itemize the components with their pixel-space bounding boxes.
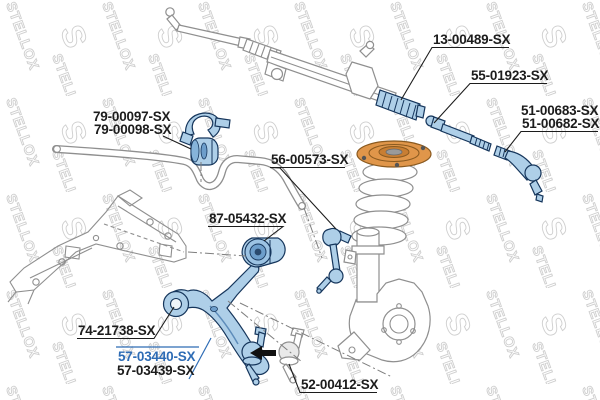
inner-tie-rod-part: [425, 115, 492, 152]
label-ball-joint: 52-00412-SX: [301, 377, 379, 392]
arrow-left-icon: [250, 346, 276, 360]
label-control-arm-b: 57-03439-SX: [117, 363, 195, 378]
arm-rear-bushing-part: [241, 237, 286, 268]
label-tie-rod-end-a: 51-00683-SX: [521, 103, 599, 118]
label-tie-rod-end-b: 51-00682-SX: [522, 116, 600, 131]
leader-control-arm-diag: [188, 337, 212, 380]
tie-rod-end-part: [493, 145, 544, 203]
leader-stab-link: [269, 166, 345, 230]
label-control-arm-a: 57-03440-SX: [118, 349, 196, 364]
label-arm-rear-bushing: 87-05432-SX: [209, 211, 287, 226]
label-arm-front-bushing: 74-21738-SX: [78, 323, 156, 338]
leader-stab-bushing: [162, 135, 192, 150]
label-stab-bushing-b: 79-00098-SX: [94, 122, 172, 137]
leader-arm-rear-bushing: [208, 225, 285, 242]
spring-seat: [356, 140, 432, 168]
stabilizer-clamp-part: [179, 112, 231, 146]
label-inner-tie-rod: 55-01923-SX: [471, 68, 549, 83]
stabilizer-bushing-part: [190, 137, 219, 166]
leader-ball-joint: [288, 363, 377, 394]
leader-inner-tie-rod: [433, 82, 547, 124]
leader-arm-front-bushing: [77, 306, 175, 340]
subframe: [7, 189, 187, 305]
label-stab-link: 56-00573-SX: [271, 152, 349, 167]
stabilizer-bar: [52, 145, 306, 210]
label-stab-bushing-a: 79-00097-SX: [93, 109, 171, 124]
label-bellow: 13-00489-SX: [433, 32, 511, 47]
leader-tie-rod-end: [504, 130, 598, 153]
strut-body: [343, 227, 385, 303]
callouts: 13-00489-SX 55-01923-SX 51-00683-SX 51-0…: [77, 32, 600, 394]
steering-bellow-part: [375, 89, 426, 121]
stabilizer-link-part: [316, 227, 352, 294]
assembly-axis-lines: [187, 162, 393, 378]
leader-bellow: [400, 46, 509, 101]
steering-knuckle: [337, 278, 431, 363]
